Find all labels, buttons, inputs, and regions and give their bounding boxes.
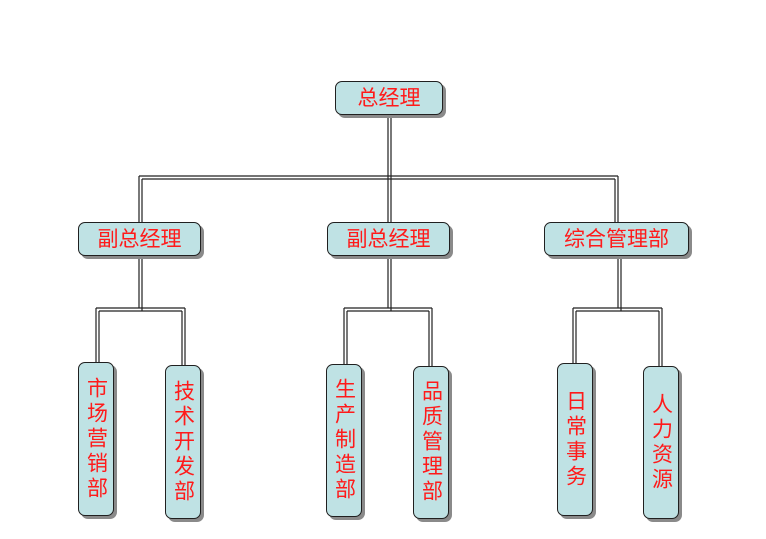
tech-dev-dept-label: 技术开发部 [171,379,196,505]
production-dept-box: 生产制造部 [326,364,362,517]
marketing-dept-label: 市场营销部 [84,376,109,502]
daily-affairs-label: 日常事务 [563,389,588,490]
tech-dev-dept-box: 技术开发部 [165,365,201,519]
daily-affairs-box: 日常事务 [557,363,593,516]
marketing-dept-box: 市场营销部 [78,362,114,516]
quality-mgmt-dept-label: 品质管理部 [419,380,444,505]
deputy-manager-2-box: 副总经理 [327,222,450,256]
deputy-manager-2-label: 副总经理 [346,226,431,251]
human-resources-box: 人力资源 [643,366,679,519]
general-admin-dept-box: 综合管理部 [544,222,689,256]
quality-mgmt-dept-box: 品质管理部 [413,366,449,519]
production-dept-label: 生产制造部 [332,378,357,503]
human-resources-label: 人力资源 [649,392,674,493]
general-admin-dept-label: 综合管理部 [564,226,669,251]
deputy-manager-1-box: 副总经理 [78,222,201,256]
general-manager-label: 总经理 [357,85,421,110]
deputy-manager-1-label: 副总经理 [97,226,182,251]
general-manager-box: 总经理 [335,81,443,115]
